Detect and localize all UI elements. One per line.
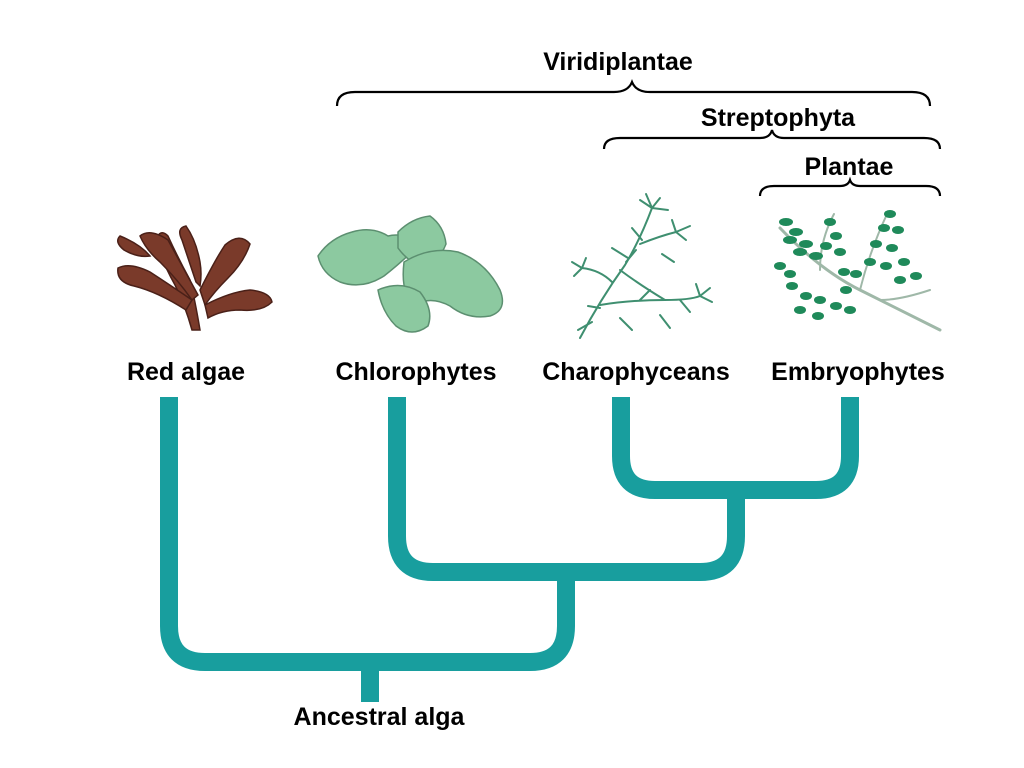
streptophyta-label: Streptophyta — [700, 104, 856, 132]
plantae-label: Plantae — [804, 153, 894, 181]
branch-node-1 — [370, 572, 575, 671]
charophyceans-illustration — [571, 193, 713, 339]
embryophytes-illustration — [774, 210, 942, 332]
embryophytes-label: Embryophytes — [771, 358, 945, 386]
chlorophytes-illustration — [317, 215, 504, 333]
branch-chlorophytes — [388, 397, 566, 581]
branch-red-algae — [160, 397, 370, 671]
red-algae-illustration — [117, 225, 273, 331]
tree-branches — [160, 397, 859, 702]
plantae-bracket — [758, 176, 942, 197]
ancestral-alga-label: Ancestral alga — [293, 703, 465, 731]
branch-embryophytes — [736, 397, 859, 499]
branch-node-2 — [566, 490, 745, 581]
chlorophytes-label: Chlorophytes — [335, 358, 497, 386]
red-algae-label: Red algae — [126, 358, 246, 386]
viridiplantae-label: Viridiplantae — [543, 48, 693, 76]
streptophyta-bracket — [602, 129, 942, 150]
charophyceans-label: Charophyceans — [542, 358, 730, 386]
branch-charophyceans — [612, 397, 736, 499]
viridiplantae-bracket — [335, 79, 932, 107]
